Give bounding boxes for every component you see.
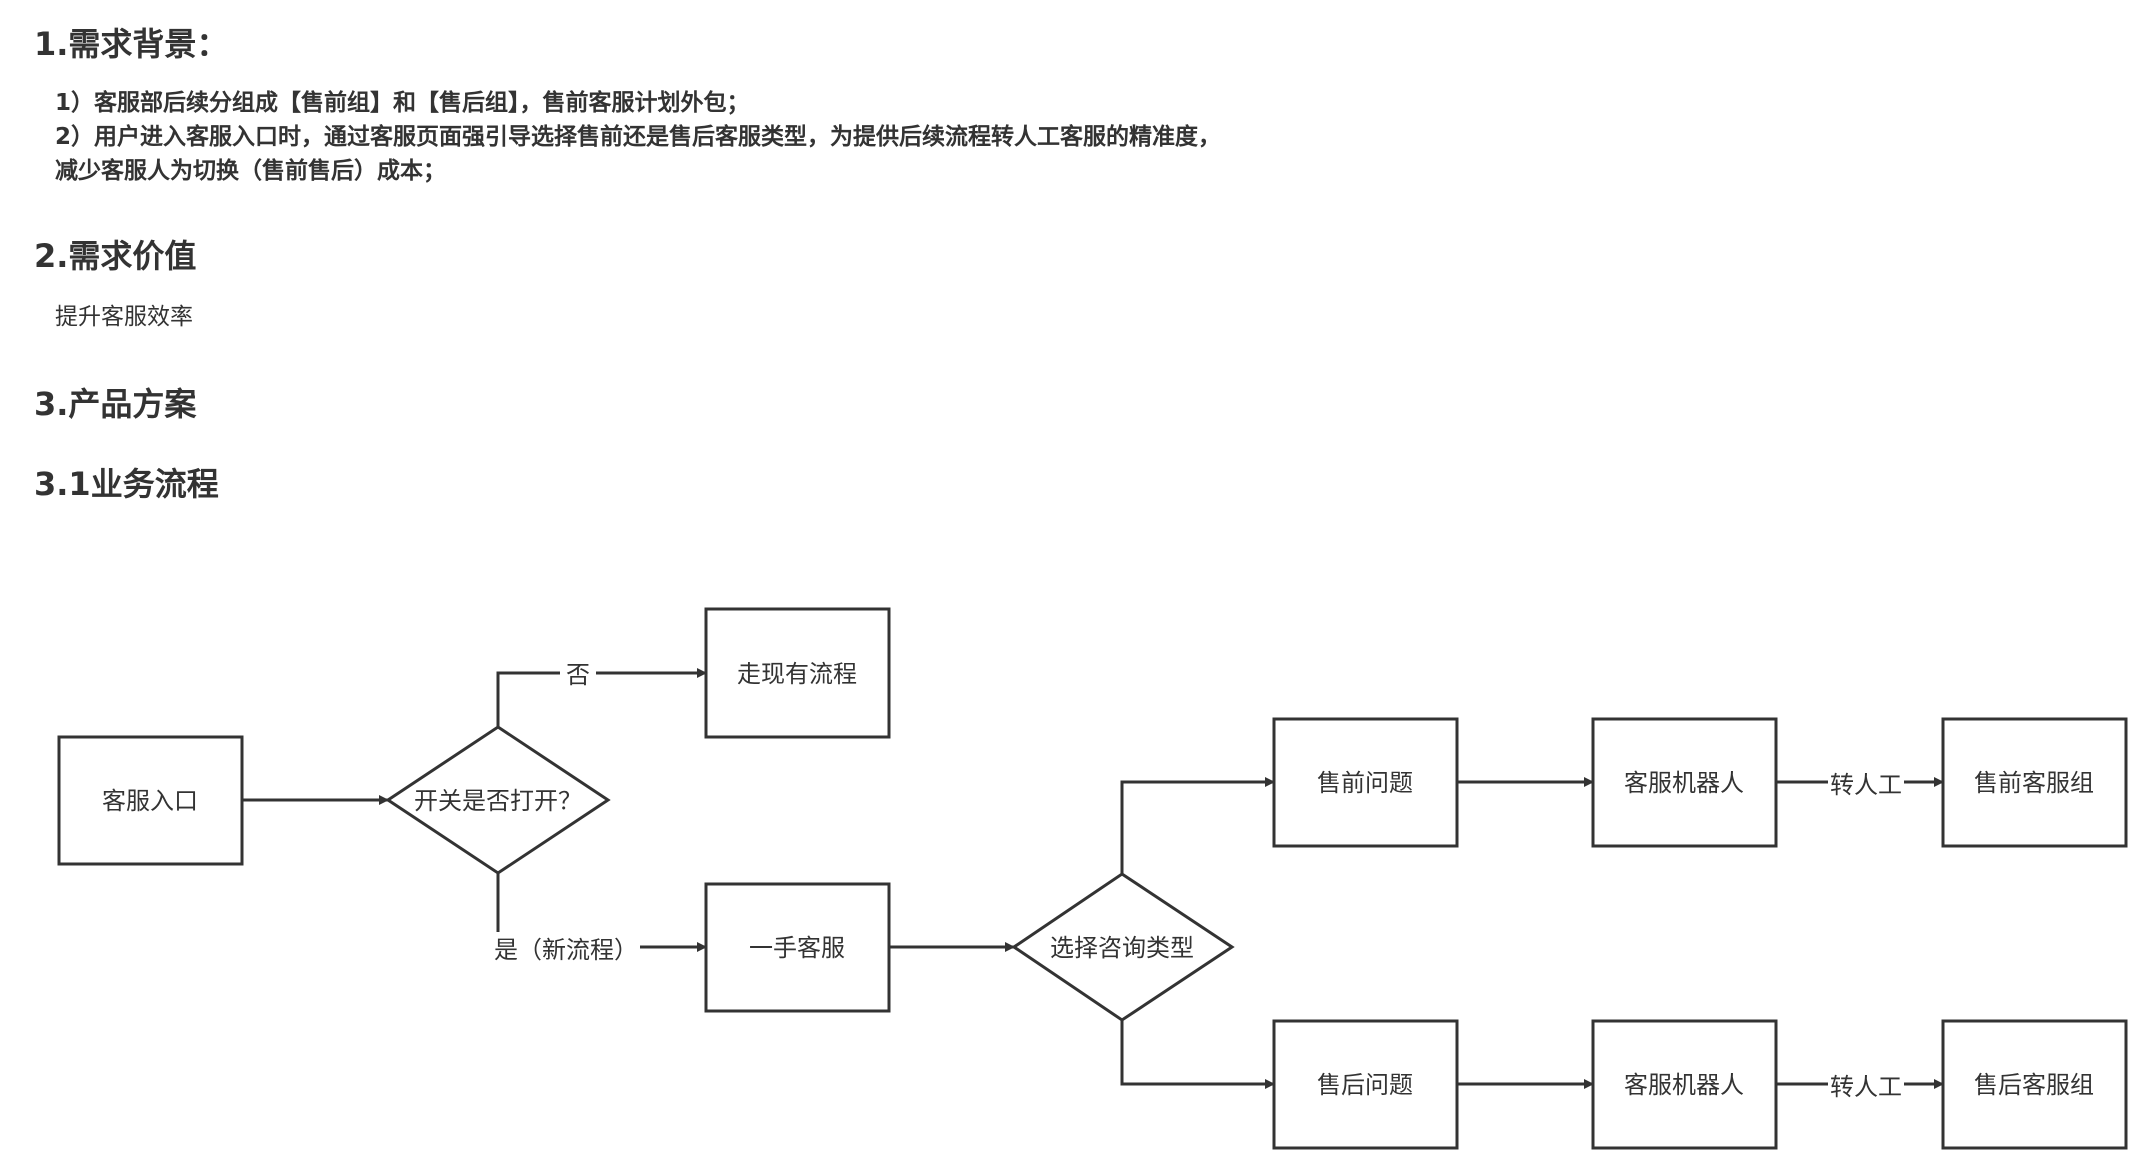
node-presale-question-label: 售前问题 (1317, 769, 1413, 797)
node-existing-process: 走现有流程 (704, 607, 891, 739)
node-switch-label: 开关是否打开？ (414, 787, 582, 815)
node-aftersale-group: 售后客服组 (1941, 1019, 2128, 1150)
node-aftersale-group-label: 售后客服组 (1974, 1071, 2094, 1099)
node-entry-label: 客服入口 (102, 787, 198, 815)
node-first-service-label: 一手客服 (749, 934, 845, 962)
section-title-flow: 3.1业务流程 (34, 465, 219, 503)
edge-label-transfer-after: 转人工 (1830, 1073, 1902, 1101)
edge-choose-to-presale (1120, 777, 1275, 874)
node-aftersale-question: 售后问题 (1272, 1019, 1459, 1150)
node-entry: 客服入口 (57, 735, 244, 866)
node-choose-type-label: 选择咨询类型 (1050, 934, 1194, 962)
node-robot-aftersale: 客服机器人 (1591, 1019, 1778, 1150)
background-line-2: 2）用户进入客服入口时，通过客服页面强引导选择售前还是售后客服类型，为提供后续流… (55, 124, 1222, 150)
node-first-service: 一手客服 (704, 882, 891, 1013)
node-presale-question: 售前问题 (1272, 717, 1459, 848)
value-text: 提升客服效率 (55, 304, 193, 330)
background-line-1: 1）客服部后续分组成【售前组】和【售后组】，售前客服计划外包； (55, 90, 750, 116)
edge-label-transfer-pre: 转人工 (1830, 771, 1902, 799)
node-robot-aftersale-label: 客服机器人 (1624, 1071, 1744, 1099)
node-aftersale-question-label: 售后问题 (1317, 1071, 1413, 1099)
node-robot-presale: 客服机器人 (1591, 717, 1778, 848)
background-line-3: 减少客服人为切换（售前售后）成本； (55, 158, 446, 184)
node-presale-group-label: 售前客服组 (1974, 769, 2094, 797)
node-presale-group: 售前客服组 (1941, 717, 2128, 848)
section-title-solution: 3.产品方案 (34, 385, 197, 423)
edge-switch-to-existing (496, 668, 707, 727)
section-title-value: 2.需求价值 (34, 237, 197, 275)
node-existing-label: 走现有流程 (737, 660, 857, 688)
edge-label-yes-new: 是（新流程） (494, 936, 638, 964)
edge-labels: 否 是（新流程） 转人工 转人工 (494, 656, 1904, 1101)
node-switch-decision: 开关是否打开？ (385, 725, 611, 875)
edge-label-no: 否 (566, 661, 590, 689)
node-robot-presale-label: 客服机器人 (1624, 769, 1744, 797)
edge-choose-to-aftersale (1120, 1020, 1275, 1089)
node-choose-type-decision: 选择咨询类型 (1011, 872, 1235, 1022)
section-title-background: 1.需求背景： (34, 25, 229, 63)
